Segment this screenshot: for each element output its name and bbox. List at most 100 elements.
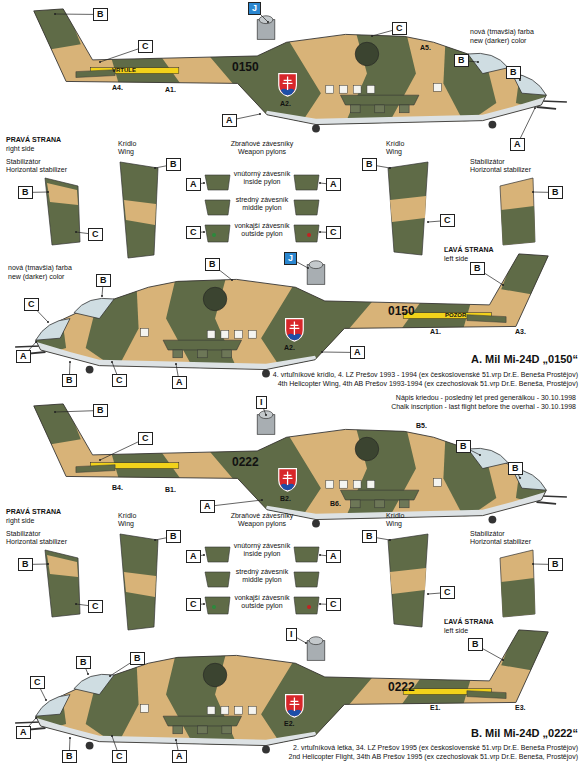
label-text: stredný závesník xyxy=(236,196,289,203)
leader-line xyxy=(533,192,548,193)
leader-dot xyxy=(267,21,269,23)
leader-line xyxy=(485,273,504,285)
leader-line xyxy=(33,192,49,193)
callout-box: A xyxy=(16,726,31,739)
callout-letter: B xyxy=(366,531,373,541)
label-text: POZOR xyxy=(445,312,466,319)
callout-letter: C xyxy=(190,227,197,237)
leader-dot xyxy=(99,459,101,461)
leader-dot xyxy=(203,554,205,556)
leader-dot xyxy=(371,35,373,37)
leader-dot xyxy=(75,603,77,605)
helicopter-left-side xyxy=(15,252,550,377)
callout-box: A xyxy=(172,376,187,389)
leader-line xyxy=(264,409,266,415)
label-text: Horizontal stabilizer xyxy=(470,166,531,174)
label-text: Horizontal stabilizer xyxy=(6,166,67,174)
label-text: Krídlo xyxy=(118,512,136,520)
leader-dot xyxy=(54,13,56,15)
callout-letter: C xyxy=(142,433,149,443)
leader-line xyxy=(29,342,36,350)
callout-letter: C xyxy=(116,375,123,385)
label-text: Wing xyxy=(386,520,402,527)
leader-line xyxy=(520,108,535,138)
leader-line xyxy=(297,262,308,268)
label-text: left side xyxy=(444,255,468,263)
label-text: A3. xyxy=(515,328,526,336)
label-text: 0150 xyxy=(388,305,415,319)
leader-line xyxy=(519,475,521,478)
label-text: new (darker) color xyxy=(470,37,526,44)
callout-box: C xyxy=(138,40,153,53)
leader-dot xyxy=(534,107,536,109)
callout-letter: B xyxy=(22,187,29,197)
callout-box: C xyxy=(24,298,39,311)
leader-line xyxy=(215,500,263,506)
callout-letter: A xyxy=(226,115,233,125)
callout-letter: B xyxy=(170,159,177,169)
leader-dot xyxy=(109,675,111,677)
callout-letter: C xyxy=(396,23,403,33)
label-text: inside pylon xyxy=(244,178,281,185)
leader-line xyxy=(110,663,130,676)
leader-line xyxy=(372,30,392,36)
leader-dot xyxy=(35,717,37,719)
callout-letter: C xyxy=(190,599,197,609)
callout-letter: C xyxy=(330,599,337,609)
callout-letter: B xyxy=(66,751,73,761)
leader-dot xyxy=(519,79,521,81)
callout-box: B xyxy=(548,558,563,571)
leader-dot xyxy=(321,351,323,353)
label-text: stredný závesník xyxy=(236,196,289,204)
callout-box: A xyxy=(186,550,201,563)
label-text: 0150 xyxy=(232,61,259,75)
label-text: Stabilizátor xyxy=(6,530,41,538)
label-text: 4. vrtuľníkové krídlo, 4. LZ Prešov 1993… xyxy=(273,371,578,379)
label-text: left side xyxy=(444,627,468,634)
callout-letter: C xyxy=(444,215,451,225)
label-text: Weapon pylons xyxy=(238,148,286,155)
leader-dot xyxy=(479,454,481,456)
leader-line xyxy=(37,311,48,322)
leader-dot xyxy=(99,61,101,63)
label-text: 0222 xyxy=(232,456,259,470)
label-text: Horizontal stabilizer xyxy=(6,166,67,173)
leader-dot xyxy=(203,231,205,233)
label-text: Krídlo xyxy=(118,140,136,148)
leader-line xyxy=(483,649,504,660)
label-text: Stabilizátor xyxy=(470,530,505,538)
leader-dot xyxy=(54,411,56,413)
callout-box: C xyxy=(186,226,201,239)
leader-line xyxy=(428,593,440,595)
leader-dot xyxy=(87,673,89,675)
callout-letter: B xyxy=(552,187,559,197)
label-text: Krídlo xyxy=(118,140,136,147)
label-text: A1. xyxy=(430,328,441,335)
leader-dot xyxy=(319,603,321,605)
leader-line xyxy=(69,362,70,374)
callout-letter: A xyxy=(354,347,361,357)
callout-letter: B xyxy=(460,441,467,451)
leader-line xyxy=(76,604,88,606)
label-text: B. Mil Mi-24D „0222“ xyxy=(471,727,578,740)
label-text: Zbraňové závesníky xyxy=(231,140,294,147)
label-text: POZOR xyxy=(445,312,466,318)
callout-box: C xyxy=(138,432,153,445)
leader-dot xyxy=(175,363,177,365)
label-text: A. Mil Mi-24D „0150“ xyxy=(471,353,578,366)
callout-letter: B xyxy=(474,263,481,273)
label-text: new (darker) color xyxy=(8,273,64,281)
label-text: A4. xyxy=(112,84,123,91)
leader-line xyxy=(69,738,70,750)
callout-box: B xyxy=(508,462,523,475)
label-text: ĽAVÁ STRANA xyxy=(444,246,494,254)
callout-box: C xyxy=(440,214,455,227)
label-text: Wing xyxy=(118,520,134,528)
callout-letter: C xyxy=(28,299,35,309)
label-text: 0222 xyxy=(388,680,415,694)
label-text: Krídlo xyxy=(118,512,136,519)
label-text: stredný závesník xyxy=(236,568,289,576)
helicopter-right-side xyxy=(32,402,567,527)
label-text: VRTULE xyxy=(112,67,136,73)
